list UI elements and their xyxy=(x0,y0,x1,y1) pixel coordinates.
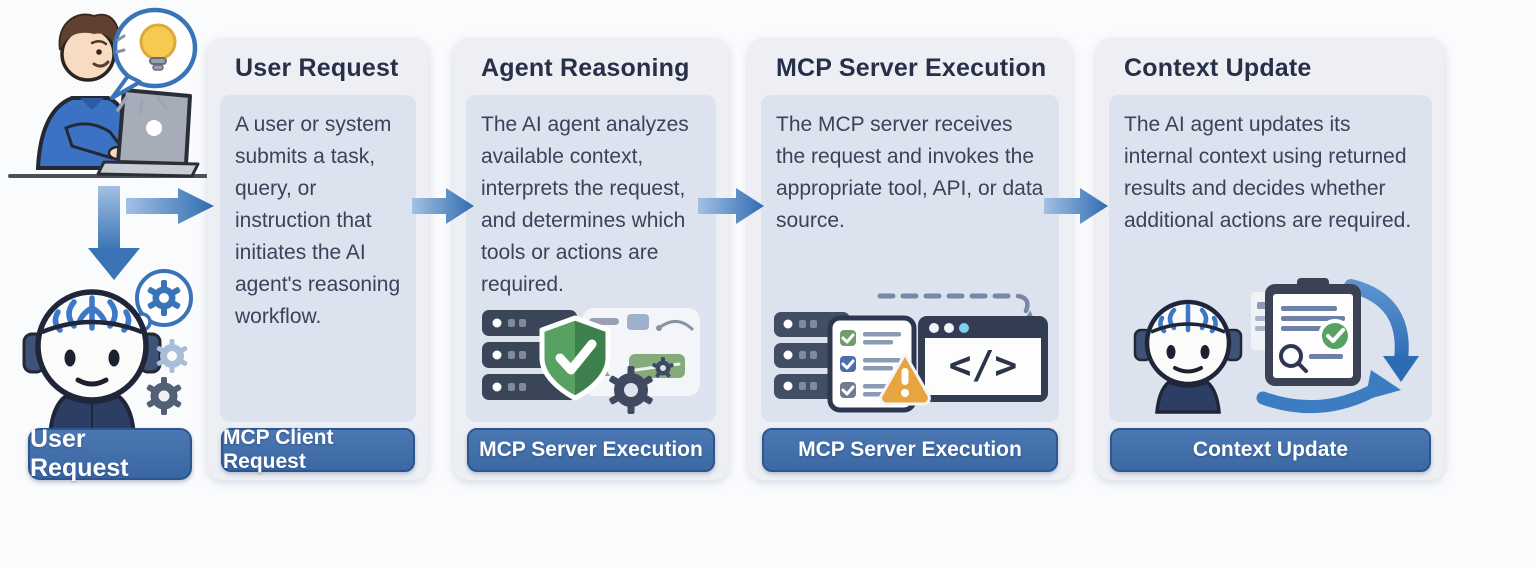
step-title: User Request xyxy=(235,54,399,82)
robot-head-icon xyxy=(1133,299,1242,414)
mcp-server-execution-icons: </> xyxy=(773,293,1048,413)
mcp-server-execution-badge: MCP Server Execution xyxy=(762,428,1058,472)
step-title: MCP Server Execution xyxy=(776,54,1047,82)
gear-icon xyxy=(609,366,653,414)
context-update-badge: Context Update xyxy=(1110,428,1431,472)
mcp-server-execution-badge: MCP Server Execution xyxy=(467,428,715,472)
step-title: Context Update xyxy=(1124,54,1312,82)
down-arrow xyxy=(88,186,140,280)
panel-user-request: User Request A user or system submits a … xyxy=(207,38,429,480)
idea-speech-bubble xyxy=(110,7,198,114)
flow-arrow-right xyxy=(698,188,764,224)
chat-icon xyxy=(627,314,649,330)
magnifier-icon xyxy=(1278,344,1308,373)
step-description: A user or system submits a task, query, … xyxy=(235,113,401,328)
step-description: The MCP server receives the request and … xyxy=(776,113,1044,232)
lightbulb-icon xyxy=(139,23,177,71)
person-at-laptop xyxy=(8,13,212,178)
panel-mcp-server-execution: MCP Server Execution The MCP server rece… xyxy=(748,38,1072,480)
panel-agent-reasoning: Agent Reasoning The AI agent analyzes av… xyxy=(453,38,729,480)
step-description: The AI agent updates its internal contex… xyxy=(1124,113,1412,232)
step-body: The AI agent analyzes available context,… xyxy=(466,95,716,422)
laptop-icon xyxy=(96,88,200,178)
step-body: The MCP server receives the request and … xyxy=(761,95,1059,422)
gear-icon-small xyxy=(652,357,674,378)
step-body: The AI agent updates its internal contex… xyxy=(1109,95,1432,422)
step-description: The AI agent analyzes available context,… xyxy=(481,113,689,296)
code-glyph: </> xyxy=(948,343,1017,387)
sparkle-rays xyxy=(116,96,168,114)
left-illustration xyxy=(8,7,212,438)
agent-reasoning-icons xyxy=(482,308,700,414)
step-title: Agent Reasoning xyxy=(481,54,690,82)
ai-robot-head xyxy=(22,269,193,438)
gear-icon-light xyxy=(156,339,188,373)
gear-thought-bubble xyxy=(126,269,193,342)
gear-icon xyxy=(147,280,181,316)
code-window-icon: </> xyxy=(917,316,1048,402)
warning-triangle-icon xyxy=(878,352,931,406)
context-update-icons xyxy=(1133,278,1419,414)
refresh-cycle-arrows-icon xyxy=(1256,279,1419,414)
flow-arrow-right xyxy=(412,188,474,224)
shield-check-icon xyxy=(539,315,611,401)
clipboard-check-icon xyxy=(1250,278,1361,386)
step-body: A user or system submits a task, query, … xyxy=(220,95,416,422)
user-request-badge: User Request xyxy=(28,425,192,482)
gear-icon-dark xyxy=(146,377,182,415)
mcp-client-request-badge: MCP Client Request xyxy=(221,426,415,473)
panel-context-update: Context Update The AI agent updates its … xyxy=(1096,38,1445,480)
flow-arrow-right xyxy=(126,188,214,224)
flow-arrow-right xyxy=(1044,188,1108,224)
curve-arrow-icon xyxy=(658,320,695,332)
